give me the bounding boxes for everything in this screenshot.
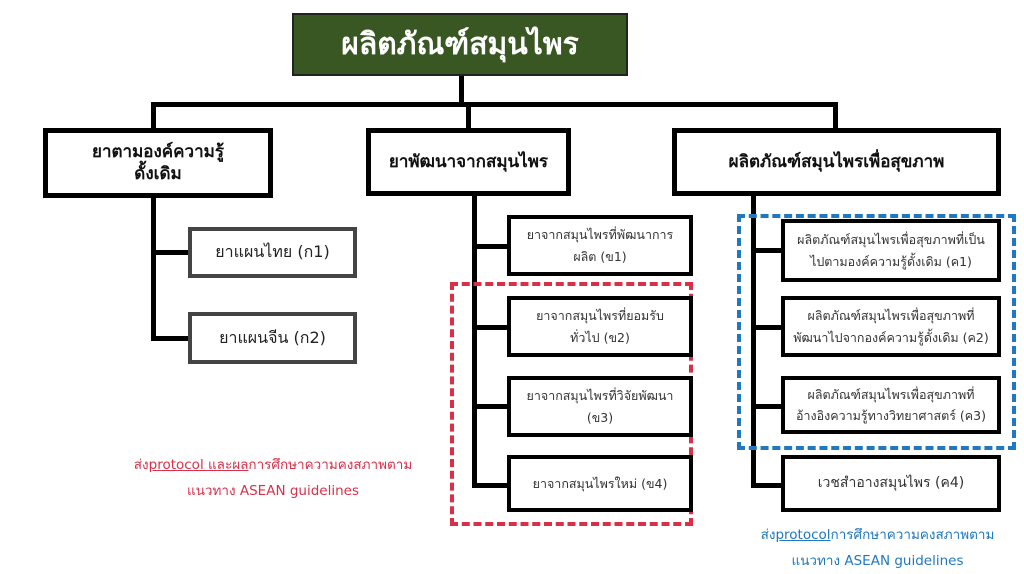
- connector: [472, 195, 477, 487]
- branch-developed: ยาพัฒนาจากสมุนไพร: [366, 128, 571, 196]
- connector: [472, 483, 510, 488]
- connector: [466, 102, 471, 130]
- connector: [151, 250, 191, 255]
- connector: [751, 195, 756, 487]
- connector: [459, 75, 464, 107]
- blue-note-underlined: protocol: [775, 527, 831, 543]
- connector: [472, 244, 510, 249]
- blue-dashed-group: [737, 214, 1016, 450]
- connector: [151, 336, 191, 341]
- connector: [472, 404, 510, 409]
- node-kh-c2: ผลิตภัณฑ์สมุนไพรเพื่อสุขภาพที่พัฒนาไปจาก…: [781, 296, 1001, 357]
- connector: [751, 483, 784, 488]
- red-note-prefix: ส่ง: [133, 457, 149, 473]
- node-k1: ยาแผนไทย (ก1): [188, 227, 357, 278]
- connector: [833, 102, 838, 130]
- connector: [151, 102, 156, 130]
- red-note-suffix: การศึกษาความคงสภาพตามแนวทาง ASEAN guidel…: [187, 457, 413, 499]
- blue-note: ส่งprotocolการศึกษาความคงสภาพตามแนวทาง A…: [745, 522, 1010, 574]
- node-kh4: ยาจากสมุนไพรใหม่ (ข4): [507, 455, 693, 512]
- node-kh-c4: เวชสำอางสมุนไพร (ค4): [781, 455, 1001, 512]
- red-note: ส่งprotocol และผลการศึกษาความคงสภาพตามแน…: [118, 452, 428, 504]
- connector: [751, 404, 784, 409]
- branch-traditional: ยาตามองค์ความรู้ดั้งเดิม: [43, 128, 273, 198]
- node-kh3: ยาจากสมุนไพรที่วิจัยพัฒนา (ข3): [507, 376, 693, 437]
- connector: [151, 195, 156, 340]
- node-kh2: ยาจากสมุนไพรที่ยอมรับทั่วไป (ข2): [507, 296, 693, 357]
- branch-health-products: ผลิตภัณฑ์สมุนไพรเพื่อสุขภาพ: [672, 128, 1001, 196]
- connector: [472, 325, 510, 330]
- node-kh1: ยาจากสมุนไพรที่พัฒนาการผลิต (ข1): [507, 215, 693, 276]
- blue-note-prefix: ส่ง: [760, 527, 776, 543]
- node-kh-c1: ผลิตภัณฑ์สมุนไพรเพื่อสุขภาพที่เป็นไปตามอ…: [781, 219, 1001, 282]
- connector: [151, 102, 838, 107]
- diagram-title: ผลิตภัณฑ์สมุนไพร: [292, 13, 628, 76]
- connector: [751, 325, 784, 330]
- connector: [751, 248, 784, 253]
- red-note-underlined: protocol และผล: [148, 457, 249, 473]
- node-k2: ยาแผนจีน (ก2): [188, 312, 357, 364]
- blue-note-suffix: การศึกษาความคงสภาพตามแนวทาง ASEAN guidel…: [791, 527, 995, 569]
- node-kh-c3: ผลิตภัณฑ์สมุนไพรเพื่อสุขภาพที่อ้างอิงควา…: [781, 376, 1001, 434]
